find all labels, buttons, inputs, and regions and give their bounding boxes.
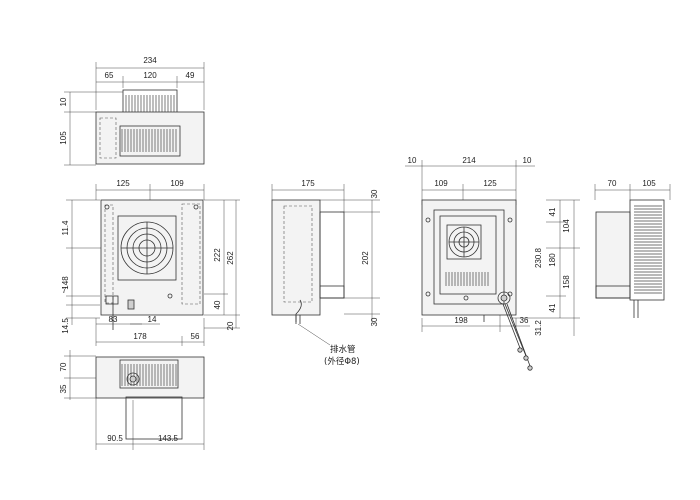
dim-back-214: 214 (462, 156, 476, 165)
dim-back-109: 109 (434, 179, 448, 188)
dim-bottom-143-5: 143.5 (158, 434, 179, 443)
dim-front-56: 56 (191, 332, 200, 341)
top-view: 234 65 120 49 10 105 (59, 56, 205, 166)
dim-side-202: 202 (361, 251, 370, 265)
dim-side-30-bottom: 30 (370, 317, 379, 326)
dim-front-178: 178 (133, 332, 147, 341)
dim-back-36: 36 (520, 316, 529, 325)
dim-back-31-2: 31.2 (534, 320, 543, 336)
top-body (95, 111, 205, 165)
dim-front-14: 14 (148, 315, 157, 324)
back-fins (445, 272, 489, 286)
dim-side-30-top: 30 (370, 189, 379, 198)
back-body (421, 199, 517, 316)
dim-top-10: 10 (59, 97, 68, 106)
dim-top-105: 105 (59, 131, 68, 145)
dim-back-180: 180 (548, 253, 557, 267)
side-view: 175 30 202 30 排水管 (外径Φ8) (271, 179, 380, 367)
dim-top-width-234: 234 (143, 56, 157, 65)
right-fins (634, 205, 662, 294)
dim-front-40: 40 (213, 300, 222, 309)
dim-top-120: 120 (143, 71, 157, 80)
dim-back-158: 158 (562, 275, 571, 289)
drain-port (126, 372, 140, 386)
right-view: 70 105 (594, 179, 671, 318)
dim-front-14-5: 14.5 (61, 318, 70, 334)
dim-front-20: 20 (226, 321, 235, 330)
drain-label-line1: 排水管 (330, 344, 356, 355)
dim-top-49: 49 (186, 71, 195, 80)
dim-front-11-4: 11.4 (61, 220, 70, 236)
right-body (629, 199, 665, 301)
dim-back-41-top: 41 (548, 207, 557, 216)
cable-1 (502, 303, 521, 349)
right-front-part (595, 211, 631, 299)
dim-bottom-90-5: 90.5 (107, 434, 123, 443)
bottom-view: 70 35 90.5 143.5 (59, 350, 205, 450)
dim-back-10-right: 10 (523, 156, 532, 165)
dim-right-70: 70 (608, 179, 617, 188)
dim-front-7: 7 (62, 286, 67, 295)
dim-front-109: 109 (170, 179, 184, 188)
dim-right-105: 105 (642, 179, 656, 188)
fan-grille (120, 221, 174, 275)
dim-top-65: 65 (105, 71, 114, 80)
back-fan-grille (446, 224, 482, 260)
front-view: 125 109 11.4 148 7 14.5 222 262 40 20 83… (61, 179, 240, 346)
dim-back-10-left: 10 (408, 156, 417, 165)
dim-bottom-35: 35 (59, 384, 68, 393)
dim-front-222: 222 (213, 248, 222, 262)
side-body (271, 199, 321, 316)
dim-front-148: 148 (61, 276, 70, 290)
dim-side-175: 175 (301, 179, 315, 188)
cable-gland (497, 291, 511, 305)
back-view: 10 214 10 109 125 41 104 230.8 180 158 4… (405, 156, 580, 371)
dim-back-41-bottom: 41 (548, 303, 557, 312)
dim-front-125: 125 (116, 179, 130, 188)
dim-front-262: 262 (226, 251, 235, 265)
dim-back-230-8: 230.8 (534, 247, 543, 268)
dim-bottom-70: 70 (59, 362, 68, 371)
drain-label-line2: (外径Φ8) (324, 356, 360, 367)
cable-2 (504, 303, 527, 357)
front-body (100, 199, 204, 316)
top-fins (121, 95, 177, 152)
bottom-body (95, 356, 205, 399)
dim-back-198: 198 (454, 316, 468, 325)
dim-back-125: 125 (483, 179, 497, 188)
dim-back-104: 104 (562, 219, 571, 233)
